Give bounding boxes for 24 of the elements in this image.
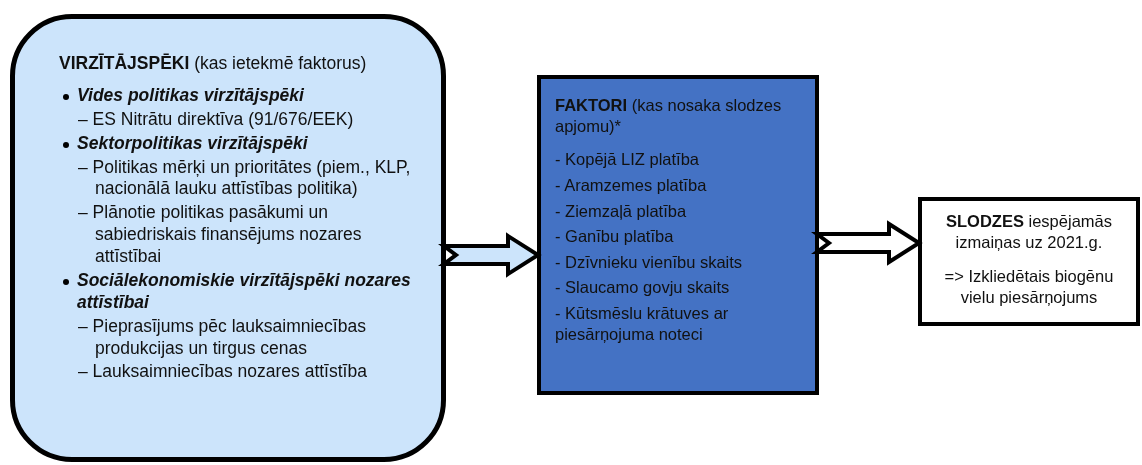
list-item: => Izkliedētais biogēnu vielu piesārņojums [943,266,1115,308]
output-box [918,197,1140,326]
list-item: Sociālekonomiskie virzītājspēki nozares attīstībai [59,269,421,314]
rounded-box [10,14,446,462]
box-heading: SLODZES iespējamās izmaiņas uz 2021.g. [945,211,1113,253]
list-item: Sektorpolitikas virzītājspēki [59,132,421,155]
list-item: – Pieprasījums pēc lauksaimniecības produkcijas un tirgus cenas [77,315,367,360]
list-item: - Slaucamo govju skaits [555,277,731,298]
box-heading: FAKTORI (kas nosaka slodzes apjomu)* [555,95,783,137]
list-item: - Ziemzaļā platība [555,200,688,222]
list-item: - Ganību platība [555,226,675,247]
list-item: Vides politikas virzītājspēki [59,84,421,107]
list-item: – Politikas mērķi un prioritātes (piem., KLP, nacionālā lauku attīstības politika) [77,156,412,201]
process-box [537,75,819,395]
list-item: - Kopējā LIZ platība [555,149,700,170]
list-item: – Plānotie politikas pasākumi un sabiedriskais finansējums nozares attīstībai [77,202,363,268]
list-item: - Dzīvnieku vienību skaits [555,251,744,273]
list-item: - Aramzemes platība [555,174,708,196]
list-item: – Lauksaimniecības nozares attīstība [77,361,368,384]
block-arrow [438,232,542,278]
block-arrow [811,220,923,266]
box-heading: VIRZĪTĀJSPĒKI (kas ietekmē faktorus) [59,53,368,75]
list-item: – ES Nitrātu direktīva (91/676/EEK) [77,108,355,131]
list-item: - Kūtsmēslu krātuves ar piesārņojuma noteci [555,303,730,345]
